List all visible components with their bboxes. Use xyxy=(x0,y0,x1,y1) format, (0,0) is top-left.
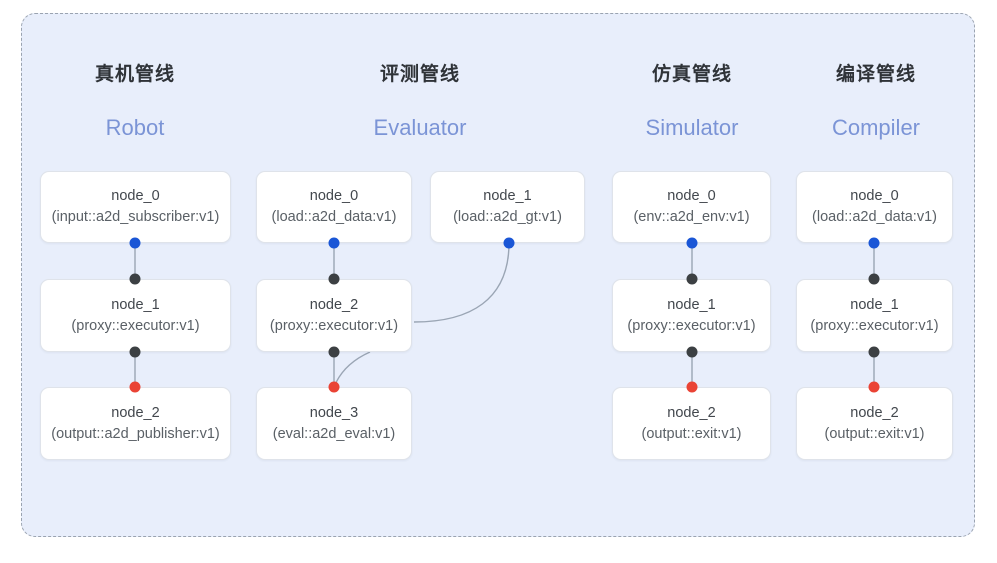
node-name: node_0 xyxy=(309,188,359,204)
node-compiler-2[interactable]: node_2 (output::exit:v1) xyxy=(796,387,953,460)
node-spec: (output::exit:v1) xyxy=(824,425,925,442)
node-spec: (load::a2d_data:v1) xyxy=(271,209,397,225)
node-name: node_2 xyxy=(309,296,359,313)
port-intermediate-compiler-1-bottom[interactable] xyxy=(868,346,880,358)
port-input-evaluator-0[interactable] xyxy=(328,237,340,249)
node-compiler-1[interactable]: node_1 (proxy::executor:v1) xyxy=(796,279,953,352)
node-name: node_1 xyxy=(483,188,532,204)
node-name: node_2 xyxy=(111,404,160,421)
node-spec: (input::a2d_subscriber:v1) xyxy=(51,209,220,225)
node-robot-2[interactable]: node_2 (output::a2d_publisher:v1) xyxy=(40,387,231,460)
node-name: node_2 xyxy=(667,404,716,421)
port-intermediate-simulator-1-top[interactable] xyxy=(686,273,698,285)
port-output-evaluator-3[interactable] xyxy=(328,381,340,393)
port-input-robot-0[interactable] xyxy=(129,237,141,249)
port-input-simulator-0[interactable] xyxy=(686,237,698,249)
node-name: node_1 xyxy=(111,296,160,313)
node-evaluator-2[interactable]: node_2 (proxy::executor:v1) xyxy=(256,279,412,352)
node-spec: (output::a2d_publisher:v1) xyxy=(51,425,220,442)
port-intermediate-evaluator-2-top[interactable] xyxy=(328,273,340,285)
node-spec: (eval::a2d_eval:v1) xyxy=(272,425,396,442)
port-input-evaluator-gt[interactable] xyxy=(503,237,515,249)
node-simulator-1[interactable]: node_1 (proxy::executor:v1) xyxy=(612,279,771,352)
port-output-robot-2[interactable] xyxy=(129,381,141,393)
node-spec: (proxy::executor:v1) xyxy=(269,317,399,334)
node-evaluator-0[interactable]: node_0 (load::a2d_data:v1) xyxy=(256,171,412,243)
node-spec: (load::a2d_data:v1) xyxy=(812,209,937,225)
node-spec: (proxy::executor:v1) xyxy=(71,317,200,334)
port-intermediate-robot-1-top[interactable] xyxy=(129,273,141,285)
port-output-simulator-2[interactable] xyxy=(686,381,698,393)
node-spec: (proxy::executor:v1) xyxy=(627,317,756,334)
node-name: node_1 xyxy=(667,296,716,313)
node-robot-0[interactable]: node_0 (input::a2d_subscriber:v1) xyxy=(40,171,231,243)
node-name: node_2 xyxy=(850,404,899,421)
node-compiler-0[interactable]: node_0 (load::a2d_data:v1) xyxy=(796,171,953,243)
port-intermediate-robot-1-bottom[interactable] xyxy=(129,346,141,358)
port-output-compiler-2[interactable] xyxy=(868,381,880,393)
node-spec: (load::a2d_gt:v1) xyxy=(453,209,562,225)
node-name: node_1 xyxy=(850,296,899,313)
port-intermediate-compiler-1-top[interactable] xyxy=(868,273,880,285)
node-spec: (output::exit:v1) xyxy=(641,425,742,442)
node-simulator-2[interactable]: node_2 (output::exit:v1) xyxy=(612,387,771,460)
port-intermediate-evaluator-2-bottom[interactable] xyxy=(328,346,340,358)
node-evaluator-3[interactable]: node_3 (eval::a2d_eval:v1) xyxy=(256,387,412,460)
node-name: node_0 xyxy=(850,188,899,204)
port-intermediate-simulator-1-bottom[interactable] xyxy=(686,346,698,358)
node-name: node_3 xyxy=(309,404,359,421)
node-spec: (proxy::executor:v1) xyxy=(810,317,939,334)
node-simulator-0[interactable]: node_0 (env::a2d_env:v1) xyxy=(612,171,771,243)
node-robot-1[interactable]: node_1 (proxy::executor:v1) xyxy=(40,279,231,352)
node-name: node_0 xyxy=(667,188,716,204)
node-spec: (env::a2d_env:v1) xyxy=(633,209,750,225)
node-name: node_0 xyxy=(111,188,160,204)
node-evaluator-gt[interactable]: node_1 (load::a2d_gt:v1) xyxy=(430,171,585,243)
port-input-compiler-0[interactable] xyxy=(868,237,880,249)
